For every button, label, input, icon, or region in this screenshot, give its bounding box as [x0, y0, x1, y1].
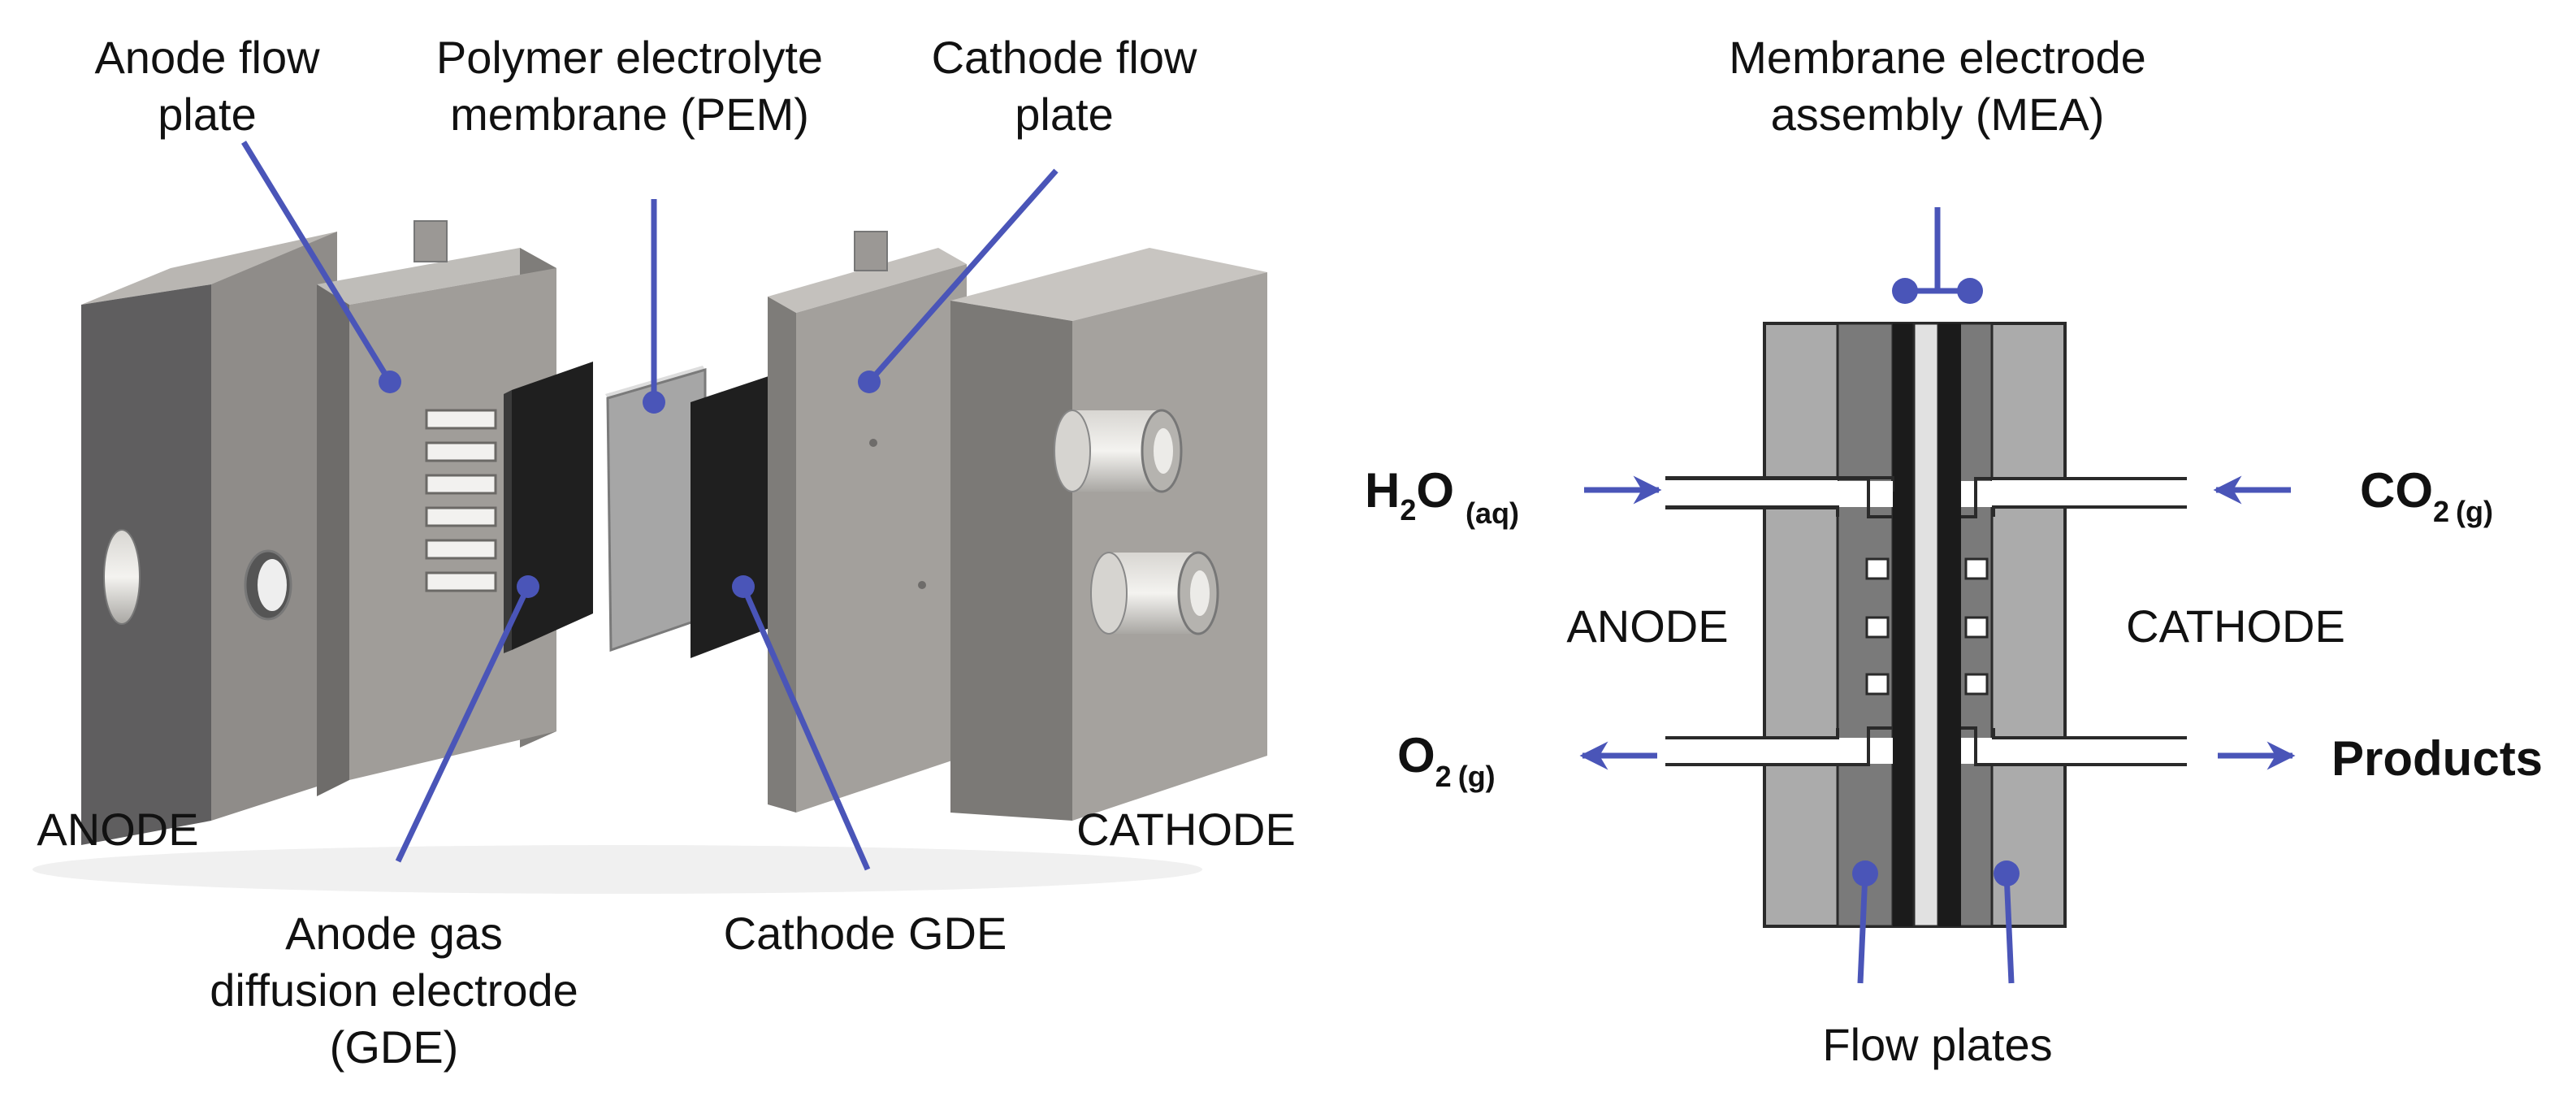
- exploded-view: Anode flow plate Polymer electrolyte mem…: [32, 32, 1296, 1073]
- mea-indicator: [1892, 207, 1983, 304]
- label-mea-line2: assembly (MEA): [1771, 89, 2105, 140]
- label-anode-side: ANODE: [37, 804, 198, 855]
- label-pem-line1: Polymer electrolyte: [436, 32, 823, 83]
- label-co2: CO2(g): [2360, 463, 2493, 528]
- label-anode-gde-line3: (GDE): [330, 1021, 459, 1073]
- flow-arrows: [1579, 475, 2296, 770]
- label-anode-gde-line2: diffusion electrode: [210, 964, 578, 1016]
- svg-text:CO2(g): CO2(g): [2360, 463, 2493, 528]
- label-o2: O2(g): [1397, 728, 1496, 793]
- label-pem-line2: membrane (PEM): [450, 89, 809, 140]
- label-anode-gde-line1: Anode gas: [285, 908, 503, 959]
- label-products: Products: [2331, 731, 2543, 786]
- label-anode: ANODE: [1566, 600, 1728, 652]
- label-anode-flow-plate-line1: Anode flow: [94, 32, 320, 83]
- cathode-port-top: [1054, 409, 1183, 493]
- label-h2o: H2O(aq): [1365, 463, 1519, 530]
- label-cathode-side: CATHODE: [1076, 804, 1296, 855]
- label-mea-line1: Membrane electrode: [1729, 32, 2146, 83]
- label-anode-flow-plate-line2: plate: [158, 89, 256, 140]
- label-cathode-flow-plate-line1: Cathode flow: [932, 32, 1197, 83]
- cathode-gde: [691, 374, 776, 658]
- anode-gde: [512, 362, 593, 650]
- ground-shadow: [32, 845, 1202, 894]
- label-cathode-flow-plate-line2: plate: [1015, 89, 1113, 140]
- cathode-port-bottom: [1090, 551, 1219, 635]
- cathode-end-plate: [950, 248, 1267, 821]
- cathode-flow-plate: [768, 231, 967, 813]
- left-leader-lines: [241, 141, 1059, 871]
- channels: [1665, 476, 2187, 765]
- flow-channels: [1865, 557, 1989, 696]
- cathode-gde-section: [1938, 323, 1961, 926]
- flow-plates-indicator: [1852, 860, 2020, 984]
- label-cathode: CATHODE: [2126, 600, 2345, 652]
- svg-text:O2(g): O2(g): [1397, 728, 1496, 793]
- svg-text:H2O(aq): H2O(aq): [1365, 463, 1519, 530]
- membrane-section: [1912, 322, 1940, 928]
- anode-end-plate: [81, 232, 337, 845]
- label-cathode-gde: Cathode GDE: [724, 908, 1007, 959]
- anode-gde-section: [1893, 323, 1916, 926]
- label-flow-plates: Flow plates: [1822, 1019, 2052, 1070]
- cross-section-view: Membrane electrode assembly (MEA) ANODE …: [1365, 32, 2543, 1070]
